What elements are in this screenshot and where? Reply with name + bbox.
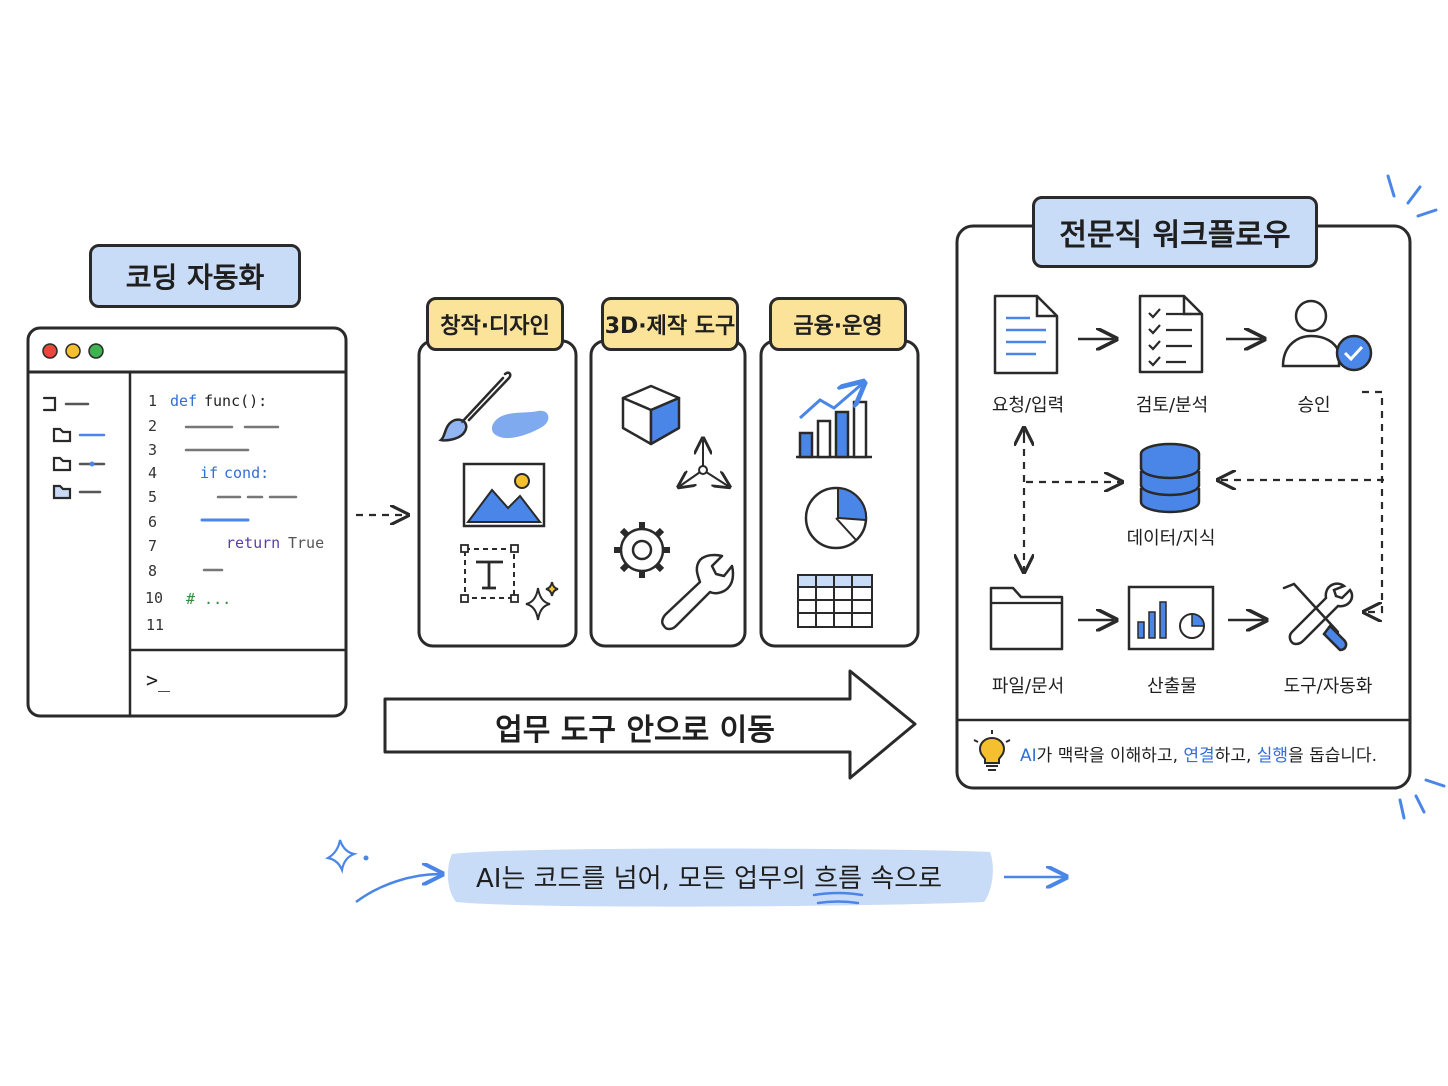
gear-icon: [614, 522, 670, 578]
coding-title: 코딩 자동화: [89, 244, 301, 308]
line-number: 2: [148, 417, 158, 435]
emphasis-marks-icon: [1386, 174, 1446, 820]
spreadsheet-icon: [797, 574, 873, 628]
close-dot-icon: [42, 343, 58, 359]
tool-card-finance: [759, 339, 920, 648]
line-number: 7: [148, 537, 158, 555]
report-dashboard-icon: [1127, 585, 1215, 651]
code-keyword-return: return: [226, 534, 281, 552]
step-request-label: 요청/입력: [991, 395, 1065, 416]
paint-splash-icon: [491, 410, 549, 439]
line-number: 10: [145, 589, 164, 607]
tag-creative-design: 창작·디자인: [426, 297, 564, 351]
line-number: 4: [148, 464, 158, 482]
code-keyword-def: def: [170, 392, 198, 410]
cube-icon: [621, 384, 681, 446]
code-func: func():: [204, 392, 268, 410]
code-cond: cond:: [224, 464, 270, 482]
workflow-panel: [955, 174, 1446, 820]
pie-chart-icon: [804, 486, 868, 550]
minimize-dot-icon: [65, 343, 81, 359]
terminal-prompt: >_: [146, 668, 171, 692]
folder-icon: [52, 427, 72, 443]
line-number: 5: [148, 488, 158, 506]
folder-icon: [52, 456, 72, 472]
emphasis-underline: [812, 891, 864, 905]
workflow-title: 전문직 워크플로우: [1032, 196, 1318, 268]
paintbrush-icon: [438, 371, 512, 442]
file-tree: [42, 396, 106, 500]
line-number: 6: [148, 513, 158, 531]
image-icon: [462, 462, 546, 528]
workflow-note: AI가 맥락을 이해하고, 연결하고, 실행을 돕습니다.: [1020, 746, 1378, 766]
step-output-label: 산출물: [1147, 676, 1197, 697]
line-number: 8: [148, 562, 158, 580]
screwdriver-wrench-icon: [1282, 582, 1354, 652]
line-number: 1: [148, 392, 158, 410]
check-badge-icon: [1335, 334, 1373, 372]
step-review-label: 검토/분석: [1135, 395, 1209, 416]
database-icon: [1139, 442, 1201, 514]
step-approve-label: 승인: [1297, 395, 1331, 416]
step-tools-label: 도구/자동화: [1283, 676, 1373, 697]
star-sparkle-icon: [324, 839, 358, 875]
axis-gizmo-icon: [680, 440, 728, 486]
tag-finance-ops: 금융·운영: [769, 297, 907, 351]
step-files-label: 파일/문서: [991, 676, 1065, 697]
code-editor-window: [26, 326, 348, 718]
banner-text: AI는 코드를 넘어, 모든 업무의 흐름 속으로: [476, 864, 943, 894]
line-number: 3: [148, 441, 158, 459]
lightbulb-icon: [973, 730, 1011, 771]
document-icon: [993, 294, 1059, 375]
step-data-label: 데이터/지식: [1126, 528, 1216, 549]
swoosh-arrow-icon: [355, 874, 440, 904]
sparkle-icon: [525, 581, 559, 621]
folder-icon: [989, 586, 1064, 651]
code-true: True: [288, 534, 325, 552]
code-comment: # ...: [186, 590, 232, 608]
code-keyword-if: if: [200, 464, 219, 482]
tag-3d-tools: 3D·제작 도구: [601, 297, 739, 351]
text-tool-icon: [460, 544, 519, 603]
move-into-tools-arrow: [383, 669, 917, 780]
approver-user-icon: [1281, 299, 1373, 372]
wrench-icon: [661, 553, 735, 631]
bar-chart-icon: [796, 384, 872, 459]
checklist-icon: [1138, 294, 1204, 374]
tool-card-3d: [589, 339, 747, 648]
bottom-banner: [324, 839, 1064, 907]
line-number: 11: [146, 616, 165, 634]
folder-icon: [52, 484, 72, 500]
tool-card-creative: [417, 339, 578, 648]
move-arrow-label: 업무 도구 안으로 이동: [495, 713, 775, 748]
maximize-dot-icon: [88, 343, 104, 359]
